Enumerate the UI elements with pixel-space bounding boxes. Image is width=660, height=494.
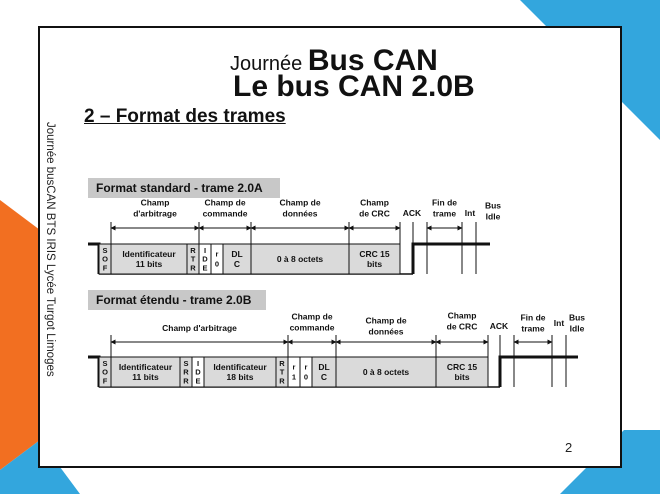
srr-field-text: R [183, 368, 189, 377]
arbitration-group-label: Champ d'arbitrage [162, 323, 237, 333]
data-field-text: 0 à 8 octets [363, 367, 410, 377]
ide-field-text: I [204, 246, 206, 255]
r0-field-text: r [216, 250, 219, 259]
identifier-base-field-text: Identificateur [119, 362, 173, 372]
left-orange-shape [0, 200, 40, 470]
control-group-label: commande [290, 322, 335, 332]
sof-field-text: F [103, 263, 108, 272]
rtr-field-text: T [280, 368, 285, 377]
ide-field-text: D [195, 368, 201, 377]
r1-field-text: r [293, 363, 296, 372]
dlc-field-text: DL [231, 249, 242, 259]
identifier-ext-field [203, 356, 277, 388]
sof-field-text: S [102, 359, 107, 368]
sidebar-text: Journée busCAN BTS IRIS Lycée Turgot Lim… [44, 122, 56, 377]
rtr-field-text: R [279, 359, 285, 368]
arbitration-group-label: d'arbitrage [133, 208, 177, 218]
slide-subtitle: Le bus CAN 2.0B [233, 70, 475, 103]
identifier-base-field [110, 356, 181, 388]
crc-field-text: CRC 15 [447, 362, 478, 372]
eof-group-label: Fin de [520, 312, 545, 322]
section-title: 2 – Format des trames [84, 106, 286, 127]
rtr-field-text: R [279, 376, 285, 385]
sof-field-text: O [102, 368, 108, 377]
page-number: 2 [565, 440, 573, 455]
signal-line [88, 242, 101, 274]
int-group-label: Int [465, 208, 476, 218]
ide-field-text: E [202, 263, 207, 272]
eof-group-label: trame [433, 208, 456, 218]
crc-field-text: bits [454, 372, 469, 382]
ack-group-label: ACK [490, 321, 509, 331]
r0-field-text: 0 [304, 373, 308, 382]
data-group-label: données [283, 208, 318, 218]
crc-field [348, 243, 401, 275]
eof-group-label: trame [521, 323, 544, 333]
extended-format-label: Format étendu - trame 2.0B [88, 290, 266, 310]
title-main: Bus CAN [307, 44, 438, 77]
crc-group-label: Champ [360, 197, 389, 207]
srr-field-text: R [183, 376, 189, 385]
dlc-field-text: DL [318, 362, 329, 372]
crc-group-label: de CRC [447, 321, 478, 331]
r0-field-text: r [305, 363, 308, 372]
dlc-field-text: C [321, 372, 327, 382]
rtr-field-text: T [191, 255, 196, 264]
dlc-field [222, 243, 252, 275]
rtr-field-text: R [190, 246, 196, 255]
signal-line [88, 355, 101, 387]
ide-field-text: E [195, 376, 200, 385]
crc-group-label: de CRC [359, 208, 390, 218]
data-field [335, 356, 437, 388]
idle-group-label: Idle [486, 211, 501, 221]
ide-field-text: D [202, 255, 208, 264]
crc-field-text: CRC 15 [359, 249, 390, 259]
control-group-label: commande [203, 208, 248, 218]
control-group-label: Champ de [291, 311, 332, 321]
identifier-base-field-text: 11 bits [132, 372, 159, 382]
control-group-label: Champ de [204, 197, 245, 207]
int-group-label: Int [554, 318, 565, 328]
idle-group-label: Idle [570, 323, 585, 333]
identifier-field-text: Identificateur [122, 249, 176, 259]
r1-field-text: 1 [292, 373, 296, 382]
data-field-text: 0 à 8 octets [277, 254, 324, 264]
ack-group-label: ACK [403, 208, 422, 218]
sof-field-text: F [103, 376, 108, 385]
identifier-ext-field-text: 18 bits [227, 372, 254, 382]
identifier-ext-field-text: Identificateur [213, 362, 267, 372]
data-group-label: Champ de [365, 315, 406, 325]
signal-line-end [498, 355, 578, 387]
eof-group-label: Fin de [432, 197, 457, 207]
sof-field-text: S [102, 246, 107, 255]
title-prefix: Journée [230, 53, 303, 75]
data-group-label: données [369, 326, 404, 336]
rtr-field-text: R [190, 263, 196, 272]
slide-title: Journée Bus CAN [230, 44, 438, 78]
standard-format-label: Format standard - trame 2.0A [88, 178, 280, 198]
idle-group-label: Bus [569, 312, 585, 322]
identifier-field-text: 11 bits [136, 259, 163, 269]
r0-field-text: 0 [215, 260, 219, 269]
sof-field-text: O [102, 255, 108, 264]
ide-field-text: I [197, 359, 199, 368]
crc-field-text: bits [367, 259, 382, 269]
crc-group-label: Champ [448, 310, 477, 320]
idle-group-label: Bus [485, 200, 501, 210]
dlc-field [311, 356, 337, 388]
arbitration-group-label: Champ [141, 197, 170, 207]
data-group-label: Champ de [279, 197, 320, 207]
dlc-field-text: C [234, 259, 240, 269]
srr-field-text: S [183, 359, 188, 368]
